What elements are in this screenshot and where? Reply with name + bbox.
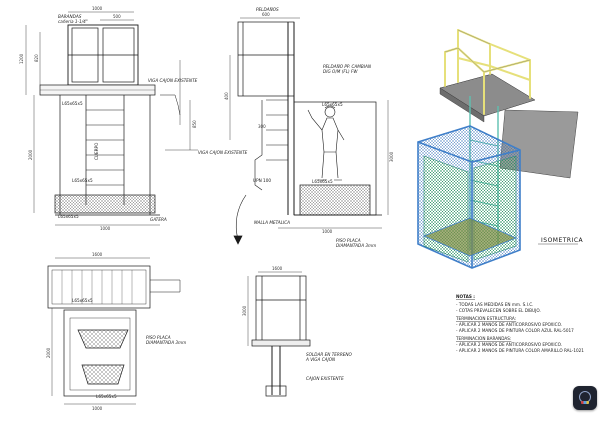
label-l-g: L65x65x5 [72,298,93,303]
dim-section-1600: 1600 [272,266,283,271]
notes-line: - APLICAR 2 MANOS DE PINTURA COLOR AZUL … [456,328,574,333]
label-viga-cajon-2: VIGA CAJON EXISTENTE [198,150,248,155]
notes-line: - COTAS PREVALECEN SOBRE EL DIBUJO. [456,308,541,313]
dim-center-600: 600 [262,12,270,17]
label-l-a: L65x65x5 [62,101,83,106]
dim-top-1000: 1000 [92,6,103,11]
isometric-view: ISOMETRICA [417,29,584,269]
annotations: BARANDAS cañería 1-1/4" VIGA CAJON EXIST… [19,6,394,411]
dim-left-2000: 2000 [28,149,33,160]
isometric-label: ISOMETRICA [541,237,584,244]
label-barandas: BARANDAS [58,14,82,19]
worker-figure [307,105,345,181]
label-l-b: L65x65x5 [72,178,93,183]
label-diamantada-1: DIAMANTADA 3mm [336,243,376,248]
label-l-d: L65x65x5 [322,102,343,107]
front-elevation-view [25,11,198,226]
app-badge-icon[interactable] [573,386,597,410]
label-viga-cajon-1: VIGA CAJON EXISTENTE [148,78,198,83]
dim-plan-1600: 1600 [92,252,103,257]
notes-block: NOTAS : - TODAS LAS MEDIDAS EN mm. S.I.C… [455,294,584,353]
notes-line: - APLICAR 2 MANOS DE ANTICORROSIVO EPOXI… [456,342,562,347]
dim-plan-1000: 1000 [92,406,103,411]
label-gatera: GATERA [150,217,167,222]
label-cuerpo: CUERPO [94,142,99,160]
dim-section-3000: 3000 [242,305,247,316]
label-cajon-existente: CAJON EXISTENTE [306,376,344,381]
dim-center-400: 400 [224,92,229,100]
label-l-c: L65x65x5 [58,214,79,219]
label-peldanos-spec2: DIG O/M (FL) FW [323,69,358,74]
dim-center-300: 300 [258,124,266,129]
dim-bottom-1000: 1000 [100,226,111,231]
label-piso-placa-1: PISO PLACA [336,238,361,243]
label-barandas-spec: cañería 1-1/4" [58,19,88,24]
plan-view [47,257,181,405]
label-malla: MALLA METALICA [254,220,290,225]
dim-left-1200: 1200 [19,53,24,64]
label-diamantada-2: DIAMANTADA 3mm [146,340,186,345]
label-piso-placa-2: PISO PLACA [146,335,171,340]
notes-line: - APLICAR 2 MANOS DE PINTURA COLOR AMARI… [456,348,584,353]
dim-left-820: 820 [34,54,39,62]
dim-top-500: 500 [113,14,121,19]
section-view [247,271,311,397]
label-l-e: L65x65x5 [312,179,333,184]
dim-center-3000: 3000 [389,151,394,162]
notes-line: TERMINACION ESTRUCTURA: [455,316,516,321]
label-soldar: SOLDAR EN TERRENO [306,352,353,357]
badge-bars [581,401,589,404]
dim-side-820: 850 [192,120,197,128]
label-l-f: L65x65x5 [96,394,117,399]
notes-line: - APLICAR 2 MANOS DE ANTICORROSIVO EPOXI… [456,322,562,327]
dim-center-1000: 1000 [322,229,333,234]
dim-plan-2000: 2000 [46,347,51,358]
label-upn: UPN 100 [253,178,271,183]
notes-title: NOTAS : [456,294,475,299]
notes-line: TERMINACION BARANDAS: [455,336,511,341]
notes-line: - TODAS LAS MEDIDAS EN mm. S.I.C. [456,302,533,307]
label-peldanos-spec: PELDAÑO PP. CAMBIAN [323,64,372,69]
label-soldar-2: A VIGA CAJON [305,357,336,362]
label-peldanos: PELDAÑOS [256,7,279,12]
side-elevation-view [229,17,389,245]
